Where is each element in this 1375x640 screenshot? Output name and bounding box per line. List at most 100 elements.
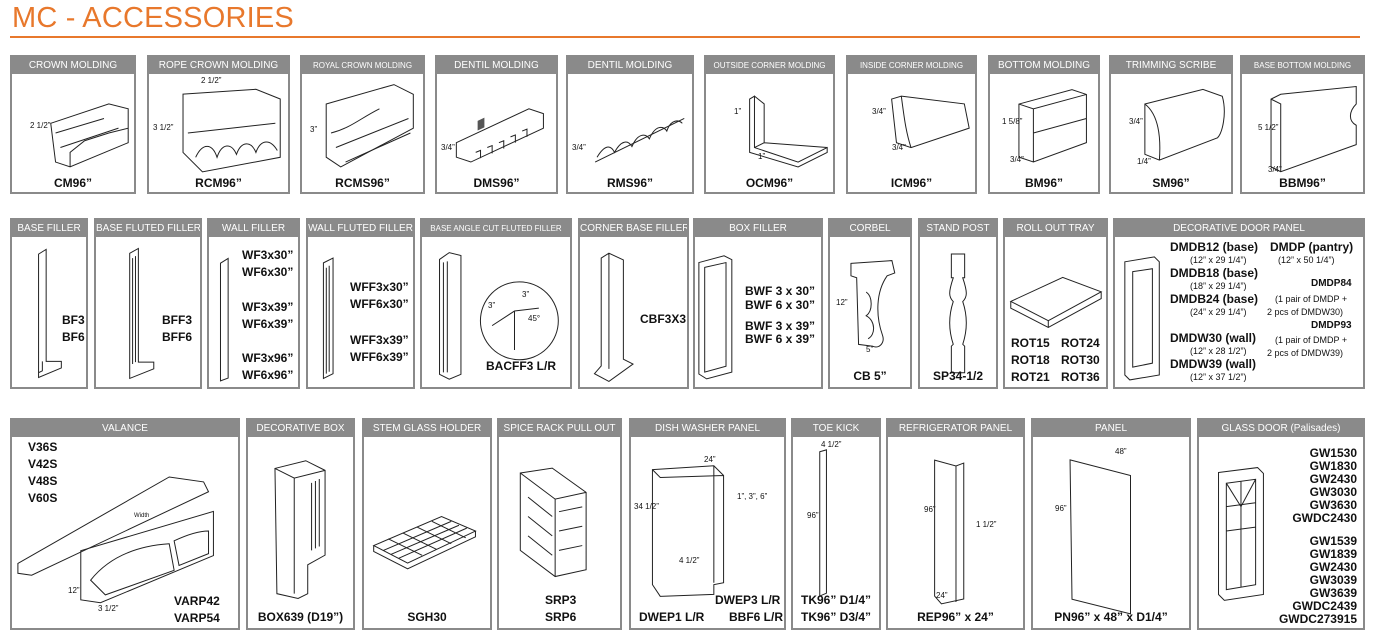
card-outside-corner-molding: OUTSIDE CORNER MOLDING 1” 1” OCM96” <box>704 55 835 194</box>
card-wall-filler: WALL FILLER WF3x30” WF6x30” WF3x39” WF6x… <box>207 218 300 389</box>
code: TK96” D3/4” <box>801 610 872 624</box>
card-header: BASE FLUTED FILLER <box>96 220 200 237</box>
dentil-molding-illustration <box>437 74 556 192</box>
dim-vertical: 1” <box>734 107 742 116</box>
panel-illustration <box>1033 437 1189 628</box>
dim: 3/4” <box>572 143 586 152</box>
card-header: BASE ANGLE CUT FLUTED FILLER <box>422 220 570 237</box>
card-inside-corner-molding: INSIDE CORNER MOLDING 3/4” 3/4” ICM96” <box>846 55 977 194</box>
code: BWF 6 x 30” <box>745 298 816 312</box>
product-code: RMS96” <box>606 176 653 190</box>
card-box-filler: BOX FILLER BWF 3 x 30” BWF 6 x 30” BWF 3… <box>693 218 823 389</box>
card-base-angle-cut-fluted-filler: BASE ANGLE CUT FLUTED FILLER 3” 3” 45° B… <box>420 218 572 389</box>
code: DMDB12 (base) <box>1170 240 1259 254</box>
rope-crown-molding-illustration <box>149 74 288 192</box>
corbel-illustration <box>830 237 910 387</box>
card-header: DECORATIVE DOOR PANEL <box>1115 220 1363 237</box>
card-header: REFRIGERATOR PANEL <box>888 420 1023 437</box>
card-header: SPICE RACK PULL OUT <box>499 420 620 437</box>
dim-width: 5” <box>866 345 874 354</box>
card-stem-glass-holder: STEM GLASS HOLDER SGH30 <box>362 418 492 630</box>
product-code: SM96” <box>1152 176 1190 190</box>
card-header: STAND POST <box>920 220 996 237</box>
wall-fluted-filler-illustration <box>308 237 413 387</box>
crown-molding-illustration <box>12 74 134 192</box>
card-header: WALL FILLER <box>209 220 298 237</box>
product-code: OCM96” <box>745 176 794 190</box>
card-wall-fluted-filler: WALL FLUTED FILLER WFF3x30” WFF6x30” WFF… <box>306 218 415 389</box>
size: (12” x 28 1/2”) <box>1190 346 1247 356</box>
desc: (1 pair of DMDP + <box>1275 335 1348 345</box>
card-dish-washer-panel: DISH WASHER PANEL 24” 34 1/2” 1”, 3”, 6”… <box>629 418 786 630</box>
inside-corner-molding-illustration <box>848 74 975 192</box>
code: ROT21 <box>1011 370 1050 384</box>
card-header: ROPE CROWN MOLDING <box>149 57 288 74</box>
box-filler-illustration <box>695 237 821 387</box>
code: VARP42 <box>174 594 220 608</box>
card-trimming-scribe: TRIMMING SCRIBE 3/4” 1/4” SM96” <box>1109 55 1233 194</box>
card-valance: VALANCE V36S V42S V48S V60S Width 12” 3 … <box>10 418 240 630</box>
code: WFF3x39” <box>350 333 409 347</box>
code: DMDW30 (wall) <box>1170 331 1257 345</box>
code: DWEP1 L/R <box>639 610 705 624</box>
code: WFF3x30” <box>350 280 409 294</box>
code: GW2430 <box>1309 472 1357 486</box>
dim-width: 24” <box>704 455 716 464</box>
code: WF6x39” <box>242 317 294 331</box>
code: DWEP3 L/R <box>715 593 781 607</box>
product-code: RCMS96” <box>335 176 390 190</box>
door-panel-illustration <box>1115 237 1363 387</box>
base-filler-illustration <box>12 237 86 387</box>
code: ROT15 <box>1011 336 1050 350</box>
code: SRP6 <box>545 610 577 624</box>
size: (18” x 29 1/4”) <box>1190 281 1247 291</box>
product-code: PN96” x 48” x D1/4” <box>1054 610 1168 624</box>
size: (12” x 50 1/4”) <box>1278 255 1335 265</box>
royal-crown-molding-illustration <box>302 74 423 192</box>
card-header: WALL FLUTED FILLER <box>308 220 413 237</box>
dim: 3” <box>310 125 318 134</box>
card-dentil-molding: DENTIL MOLDING 3/4” DMS96” <box>435 55 558 194</box>
code: WFF6x30” <box>350 297 409 311</box>
code: VARP54 <box>174 611 220 625</box>
code: V60S <box>28 491 58 505</box>
code: BFF6 <box>162 330 192 344</box>
dim-height: 3/4” <box>1129 117 1143 126</box>
dim: 3/4” <box>441 143 455 152</box>
code: DMDW39 (wall) <box>1170 357 1257 371</box>
card-header: DECORATIVE BOX <box>248 420 353 437</box>
dim-depth: 1 1/2” <box>976 520 997 529</box>
size: (12” x 29 1/4”) <box>1190 255 1247 265</box>
code: SRP3 <box>545 593 577 607</box>
dim-width: 48” <box>1115 447 1127 456</box>
code: DMDP (pantry) <box>1270 240 1354 254</box>
code: WF3x39” <box>242 300 294 314</box>
bottom-molding-illustration <box>990 74 1098 192</box>
product-code: REP96” x 24” <box>917 610 994 624</box>
dim-horizontal: 3/4” <box>892 143 906 152</box>
code: BWF 3 x 39” <box>745 319 816 333</box>
code: BACFF3 L/R <box>486 359 556 373</box>
card-rope-crown-molding: ROPE CROWN MOLDING 2 1/2” 3 1/2” RCM96” <box>147 55 290 194</box>
dim: 2 1/2” <box>30 121 51 130</box>
card-header: DISH WASHER PANEL <box>631 420 784 437</box>
card-toe-kick: TOE KICK 4 1/2” 96” TK96” D1/4” TK96” D3… <box>791 418 881 630</box>
product-code: SGH30 <box>407 610 447 624</box>
outside-corner-molding-illustration <box>706 74 833 192</box>
code: CBF3X3 <box>640 312 687 326</box>
code: GW1539 <box>1309 534 1357 548</box>
size: (12” x 37 1/2”) <box>1190 372 1247 382</box>
code: ROT24 <box>1061 336 1100 350</box>
code: BBF6 L/R <box>729 610 783 624</box>
card-dentil-molding-rope: DENTIL MOLDING 3/4” RMS96” <box>566 55 694 194</box>
code: GW3030 <box>1309 485 1357 499</box>
code: DMDB18 (base) <box>1170 266 1259 280</box>
dim-width: 2 1/2” <box>201 76 222 85</box>
code: GW1530 <box>1309 446 1357 460</box>
desc: 2 pcs of DMDW30) <box>1267 307 1344 317</box>
code: V42S <box>28 457 58 471</box>
product-code: CM96” <box>53 176 92 190</box>
code: GW3039 <box>1309 573 1357 587</box>
base-bottom-molding-illustration <box>1242 74 1363 192</box>
card-header: STEM GLASS HOLDER <box>364 420 490 437</box>
